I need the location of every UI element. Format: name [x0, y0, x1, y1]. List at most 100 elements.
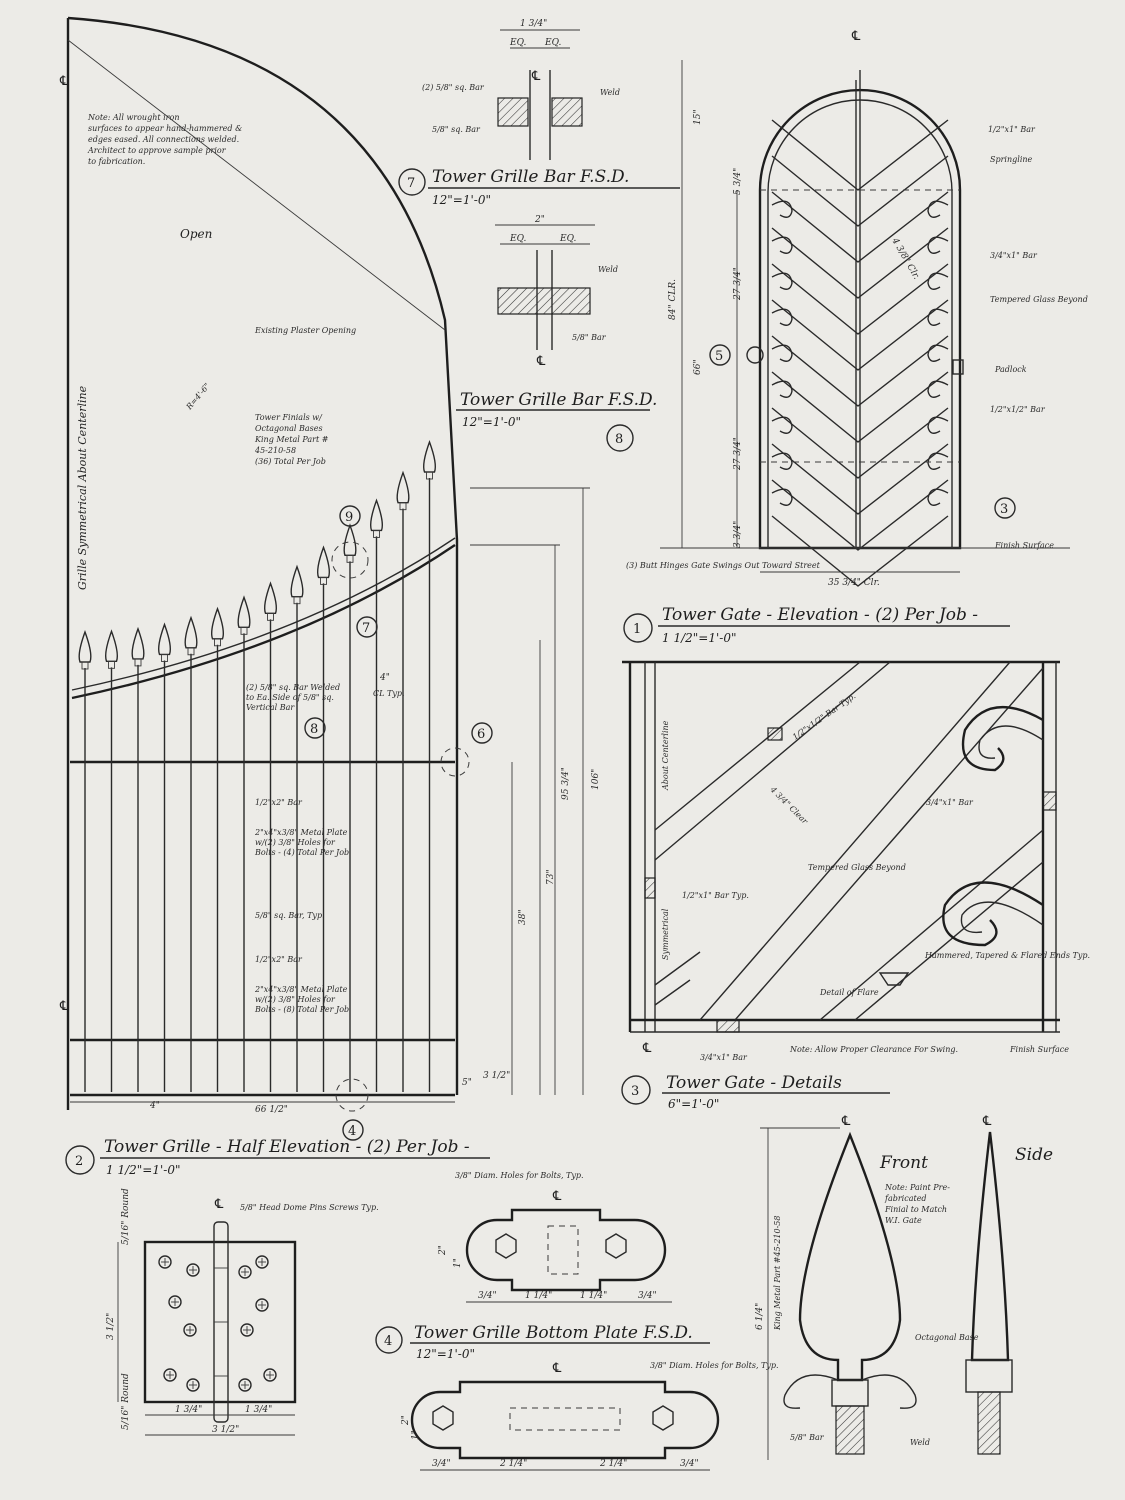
sec7-weld-label: Weld	[600, 88, 620, 97]
butt-hinges-label: (3) Butt Hinges Gate Swings Out Toward S…	[626, 561, 821, 570]
sec7-width-dim: 1 3/4"	[520, 19, 547, 29]
title-block-2: 2 Tower Grille - Half Elevation - (2) Pe…	[65, 1137, 490, 1177]
general-note-1: Note: All wrought iron	[87, 113, 179, 122]
title-4-scale: 12"=1'-0"	[416, 1347, 475, 1361]
cl-symbol-finial-front: ℄	[841, 1114, 851, 1129]
screw-icon	[168, 1295, 182, 1309]
scroll-left	[771, 452, 793, 470]
hinge-pin-label: 5/8" Head Dome Pins Screws Typ.	[240, 1203, 379, 1212]
bottom-plate-detail-a: ℄ 3/8" Diam. Holes for Bolts, Typ. 3/4" …	[375, 1171, 710, 1361]
det-bar-c-label: 1/2"x1" Bar Typ.	[682, 891, 749, 900]
sec8-eq-2: EQ.	[559, 234, 577, 244]
gate-spring-dim: 5 3/4"	[733, 168, 743, 195]
bp2-h1-dim: 1"	[411, 1430, 421, 1440]
grille-h2-dim: 95 3/4"	[561, 767, 571, 800]
title-2-scale: 1 1/2"=1'-0"	[106, 1163, 180, 1177]
finial-note-4: 45-210-58	[254, 446, 296, 455]
finial-icon	[131, 626, 145, 660]
opening-arc	[67, 16, 459, 1095]
grille-half-elevation	[66, 16, 590, 1141]
finial-icon	[316, 545, 331, 579]
title-3-text: Tower Gate - Details	[666, 1073, 842, 1093]
sec8-width-dim: 2"	[534, 215, 545, 225]
finial-icon	[237, 595, 251, 629]
gate-details: 1/2"x1/2" Bar Typ. About Centerline 4 3/…	[621, 660, 1090, 1111]
finial-note-1: Tower Finials w/	[255, 413, 323, 422]
finial-base	[426, 471, 433, 480]
finial-base	[346, 554, 354, 563]
finial-paint-4: W.I. Gate	[885, 1216, 922, 1225]
det-flare-label: Detail of Flare	[819, 988, 879, 997]
cl-symbol-details: ℄	[642, 1041, 652, 1056]
grille-base2-dim: 5"	[462, 1078, 472, 1088]
plate-a-1: 2"x4"x3/8" Metal Plate	[254, 828, 348, 837]
sec7-bar-label: (2) 5/8" sq. Bar	[422, 83, 485, 92]
title-7-scale: 12"=1'-0"	[432, 193, 491, 207]
cl-symbol-plate-a: ℄	[552, 1189, 562, 1204]
plate-holes-bot-label: 3/8" Diam. Holes for Bolts, Typ.	[650, 1361, 779, 1370]
scroll-left	[771, 416, 793, 434]
plate-holes-top-label: 3/8" Diam. Holes for Bolts, Typ.	[455, 1171, 584, 1180]
symmetry-label: Grille Symmetrical About Centerline	[76, 385, 89, 590]
finial-part-label: King Metal Part #45-210-58	[773, 1216, 782, 1331]
screw-icon	[238, 1378, 252, 1392]
general-note-2: surfaces to appear hand-hammered &	[88, 124, 242, 133]
general-note-5: to fabrication.	[88, 157, 145, 166]
finial-base	[108, 660, 115, 669]
scroll-left	[771, 236, 793, 254]
bp-a-dim: 3/4"	[478, 1291, 497, 1301]
title-8-text: Tower Grille Bar F.S.D.	[460, 390, 657, 410]
general-note-4: Architect to approve sample prior	[87, 146, 227, 155]
chevron-bar	[771, 191, 949, 263]
scroll-left	[771, 308, 793, 326]
bp-d-dim: 3/4"	[638, 1291, 657, 1301]
hinge-w-dim: 3 1/2"	[212, 1425, 239, 1435]
chevron-bar	[771, 227, 949, 299]
bp2-a-dim: 3/4"	[432, 1459, 451, 1469]
callout-7: 7	[362, 621, 370, 636]
gate-scrolls	[771, 200, 949, 506]
grille-base-dim: 3 1/2"	[483, 1071, 510, 1081]
finial-detail: ℄ ℄ Front Side Note: Paint Pre- fabricat…	[755, 1114, 1053, 1460]
scroll-right	[927, 308, 949, 326]
cl-symbol-gate: ℄	[851, 29, 861, 44]
scroll-left	[771, 380, 793, 398]
chevron-bar	[771, 371, 949, 443]
title-4-text: Tower Grille Bottom Plate F.S.D.	[414, 1323, 693, 1343]
callout-8: 8	[310, 722, 318, 737]
plate-b-3: Bolts - (8) Total Per Job	[254, 1005, 349, 1014]
scroll-right	[927, 236, 949, 254]
screw-icon	[158, 1255, 172, 1269]
finial-base	[134, 658, 142, 667]
scroll-right	[927, 344, 949, 362]
title-3-scale: 6"=1'-0"	[668, 1097, 719, 1111]
cl-symbol-grille: ℄	[59, 74, 69, 89]
det-bottom-bar-label: 3/4"x1" Bar	[700, 1053, 748, 1062]
det-ends-label: Hammered, Tapered & Flared Ends Typ.	[924, 951, 1090, 960]
title-4-number: 4	[384, 1334, 392, 1349]
finial-base	[320, 576, 327, 585]
grille-h3-dim: 73"	[546, 869, 556, 885]
hinge-screws	[158, 1255, 277, 1392]
screw-icon	[263, 1368, 277, 1382]
bar-welded-1: (2) 5/8" sq. Bar Welded	[246, 683, 340, 692]
title-1-scale: 1 1/2"=1'-0"	[662, 631, 736, 645]
gate-bottom-dim: 3 3/4"	[733, 521, 743, 548]
sec7-bar2-label: 5/8" sq. Bar	[432, 125, 481, 134]
bp-c-dim: 1 1/4"	[580, 1291, 607, 1301]
hinge-top-dim: 5/16" Round	[121, 1188, 131, 1245]
bp2-c-dim: 2 1/4"	[599, 1459, 627, 1469]
hinge-a-dim: 1 3/4"	[175, 1405, 202, 1415]
screw-icon	[163, 1368, 177, 1382]
scroll-right	[927, 488, 949, 506]
bp2-d-dim: 3/4"	[680, 1459, 699, 1469]
callout-4: 4	[348, 1124, 356, 1139]
finial-base	[267, 612, 274, 621]
chevron-bar	[771, 335, 949, 407]
chevron-bar	[771, 443, 949, 515]
bar-welded-3: Vertical Bar	[246, 703, 295, 712]
springline-label: Springline	[990, 155, 1033, 164]
chevron-bar	[771, 155, 949, 227]
